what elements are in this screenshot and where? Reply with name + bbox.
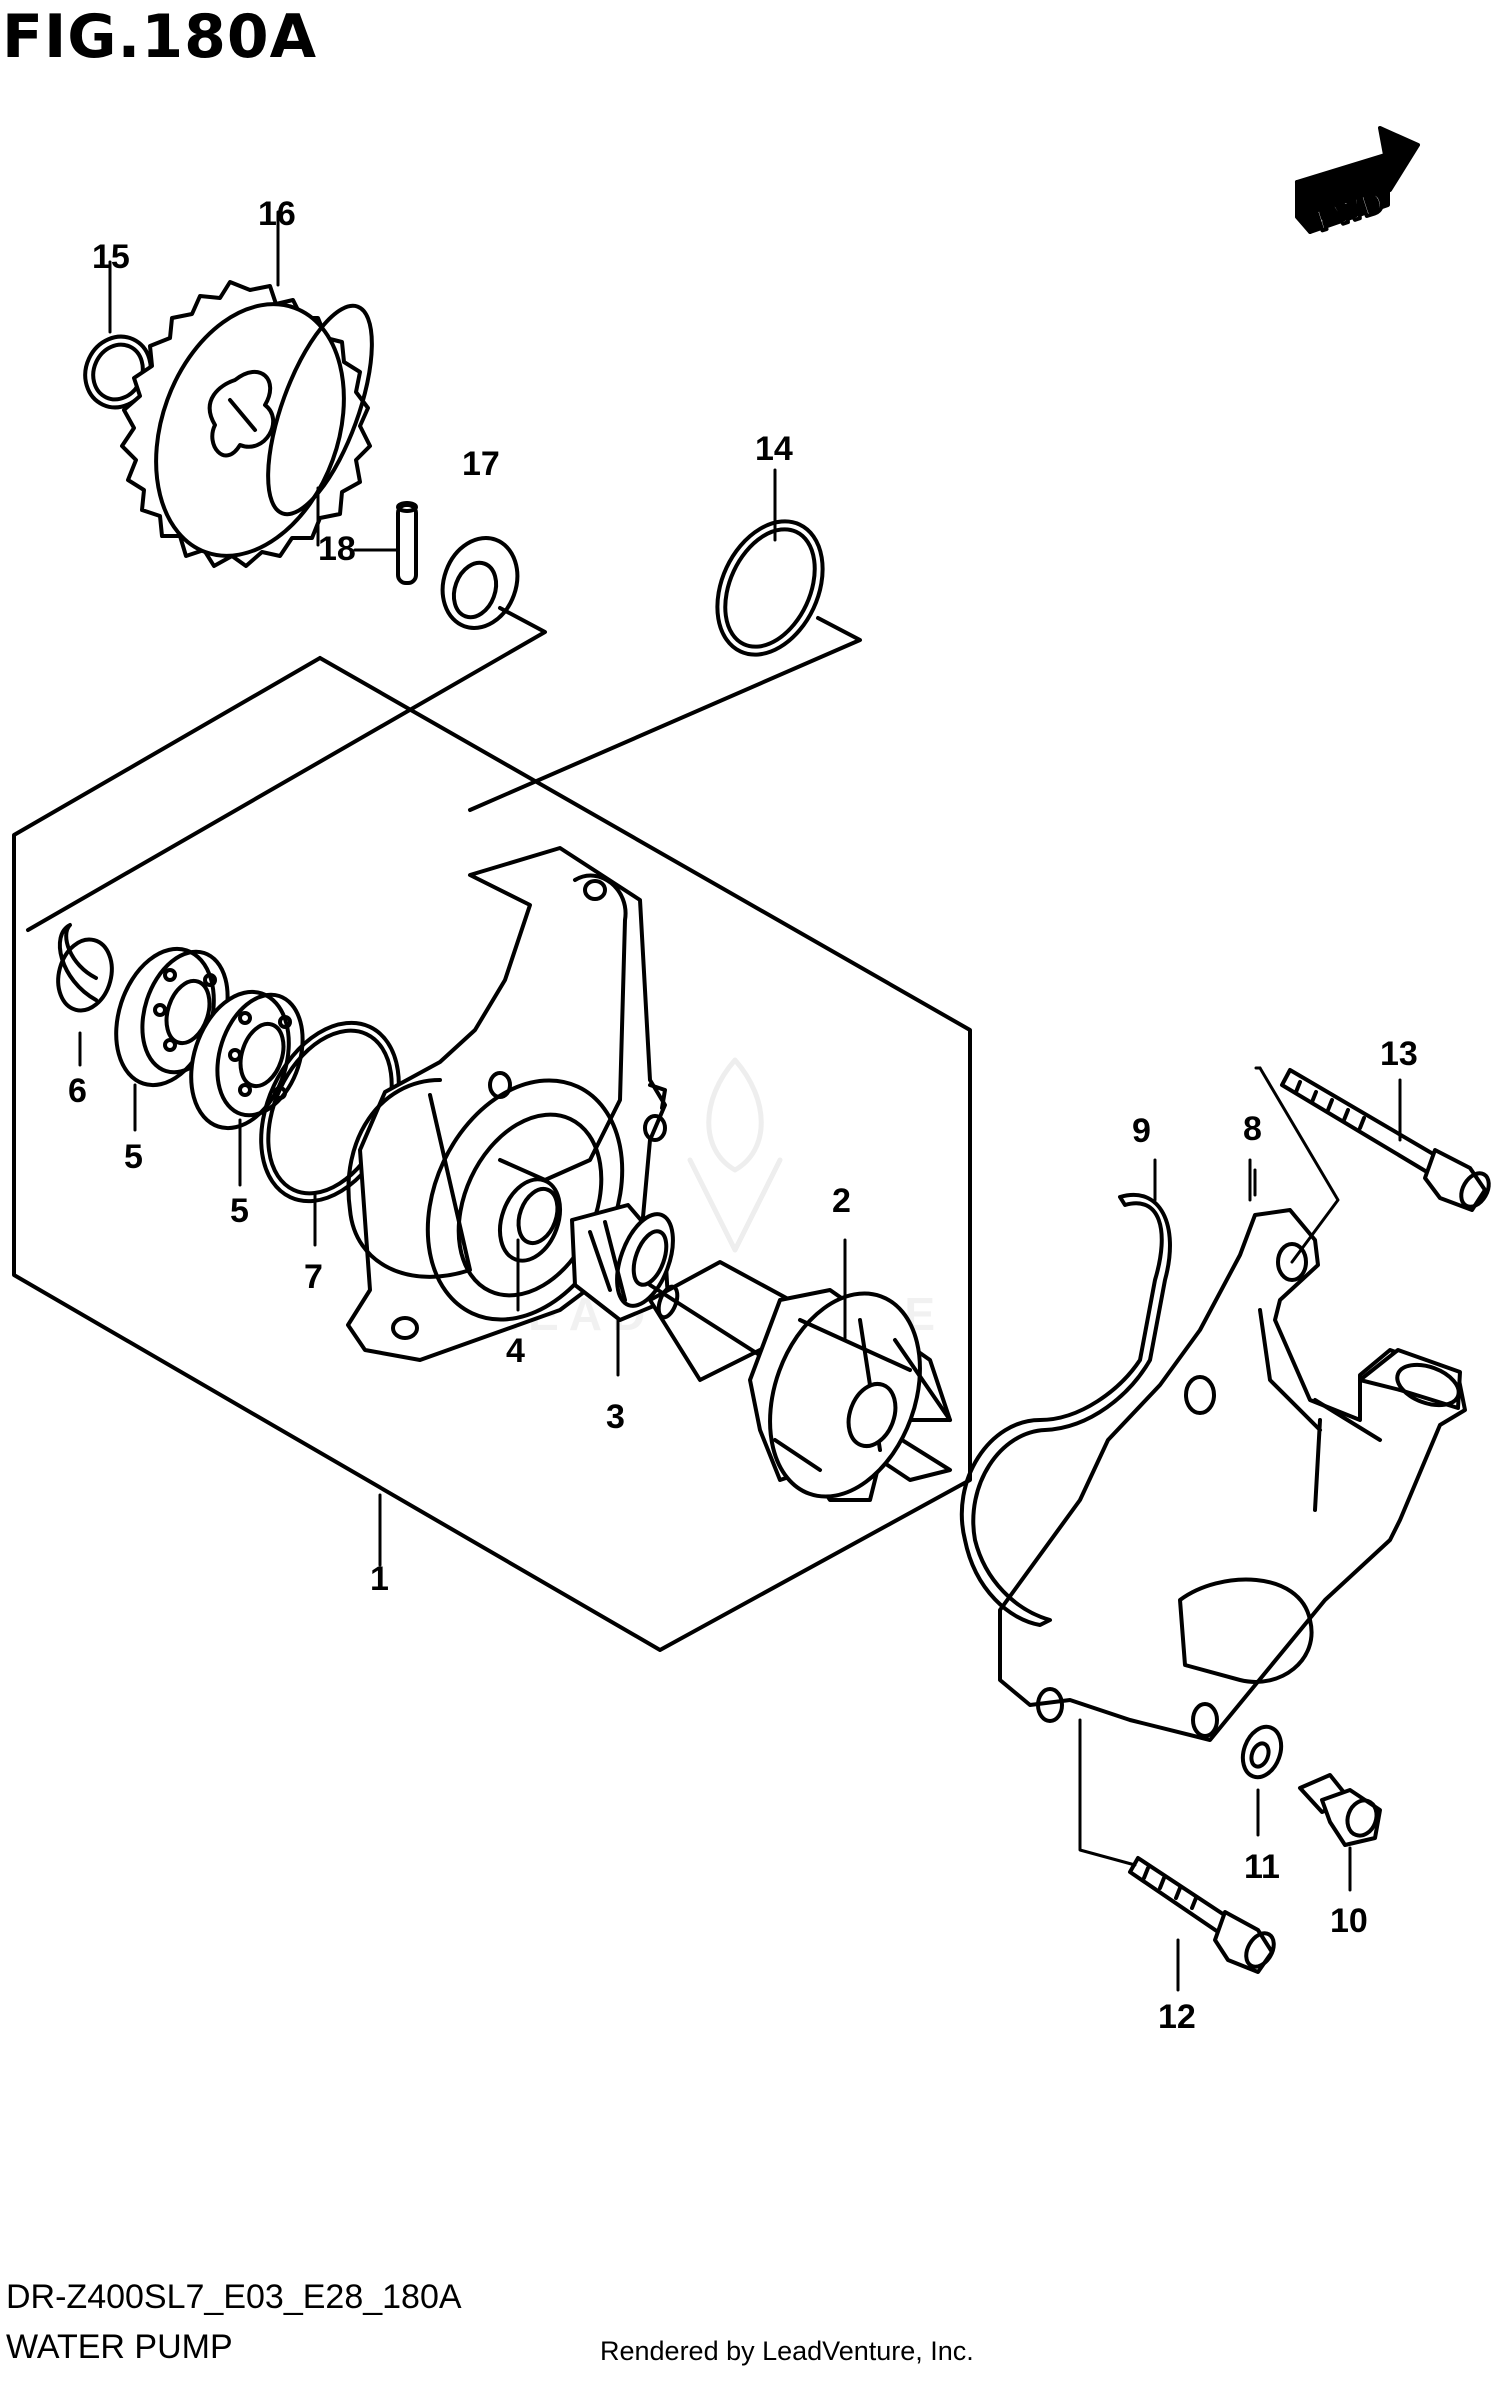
callout-12: 12 [1158,1998,1196,2036]
bolt-12 [1128,1856,1276,1974]
callout-5-a: 5 [124,1138,143,1176]
oil-seal-4 [498,1177,562,1263]
callout-15: 15 [92,238,130,276]
callout-4: 4 [506,1332,525,1370]
e-clip-6 [56,923,114,1013]
callout-7: 7 [304,1258,323,1296]
model-code: DR-Z400SL7_E03_E28_180A [6,2278,462,2316]
gear-16 [120,280,374,568]
callout-11: 11 [1244,1848,1280,1886]
callout-1: 1 [370,1560,389,1598]
dowel-pin-18 [396,501,418,585]
callout-6: 6 [68,1072,87,1110]
assembly-name: WATER PUMP [6,2328,233,2366]
callout-9: 9 [1132,1112,1151,1150]
fwd-arrow-icon: FWD [1295,126,1420,240]
impeller-2 [748,1288,952,1502]
callout-13: 13 [1380,1035,1418,1073]
callout-14: 14 [755,430,793,468]
leader-lines-left [78,210,847,1567]
assembly-box-1 [12,606,972,1652]
callout-18: 18 [318,530,356,568]
callout-17: 17 [462,445,500,483]
callout-8: 8 [1243,1110,1262,1148]
gasket-9 [959,1193,1172,1627]
washer-11 [1240,1724,1284,1780]
mechanical-seal-3 [570,1203,675,1322]
callout-2: 2 [832,1182,851,1220]
o-ring-14 [715,519,825,657]
callout-10: 10 [1330,1902,1368,1940]
callout-16: 16 [258,195,296,233]
render-credit: Rendered by LeadVenture, Inc. [600,2336,974,2366]
callout-3: 3 [606,1398,625,1436]
leader-lines-right [1078,1066,1402,1992]
pump-cover-8 [998,1208,1467,1742]
bolt-10 [1298,1773,1382,1847]
bolt-13 [1280,1068,1491,1212]
callout-numbers: 1 2 3 4 5 5 6 7 8 9 10 11 12 13 14 15 16… [68,195,1418,2036]
bearing-5-b [189,989,305,1131]
figure-title: FIG.180A [2,2,318,72]
callout-5-b: 5 [230,1192,249,1230]
washer-17 [440,536,520,630]
